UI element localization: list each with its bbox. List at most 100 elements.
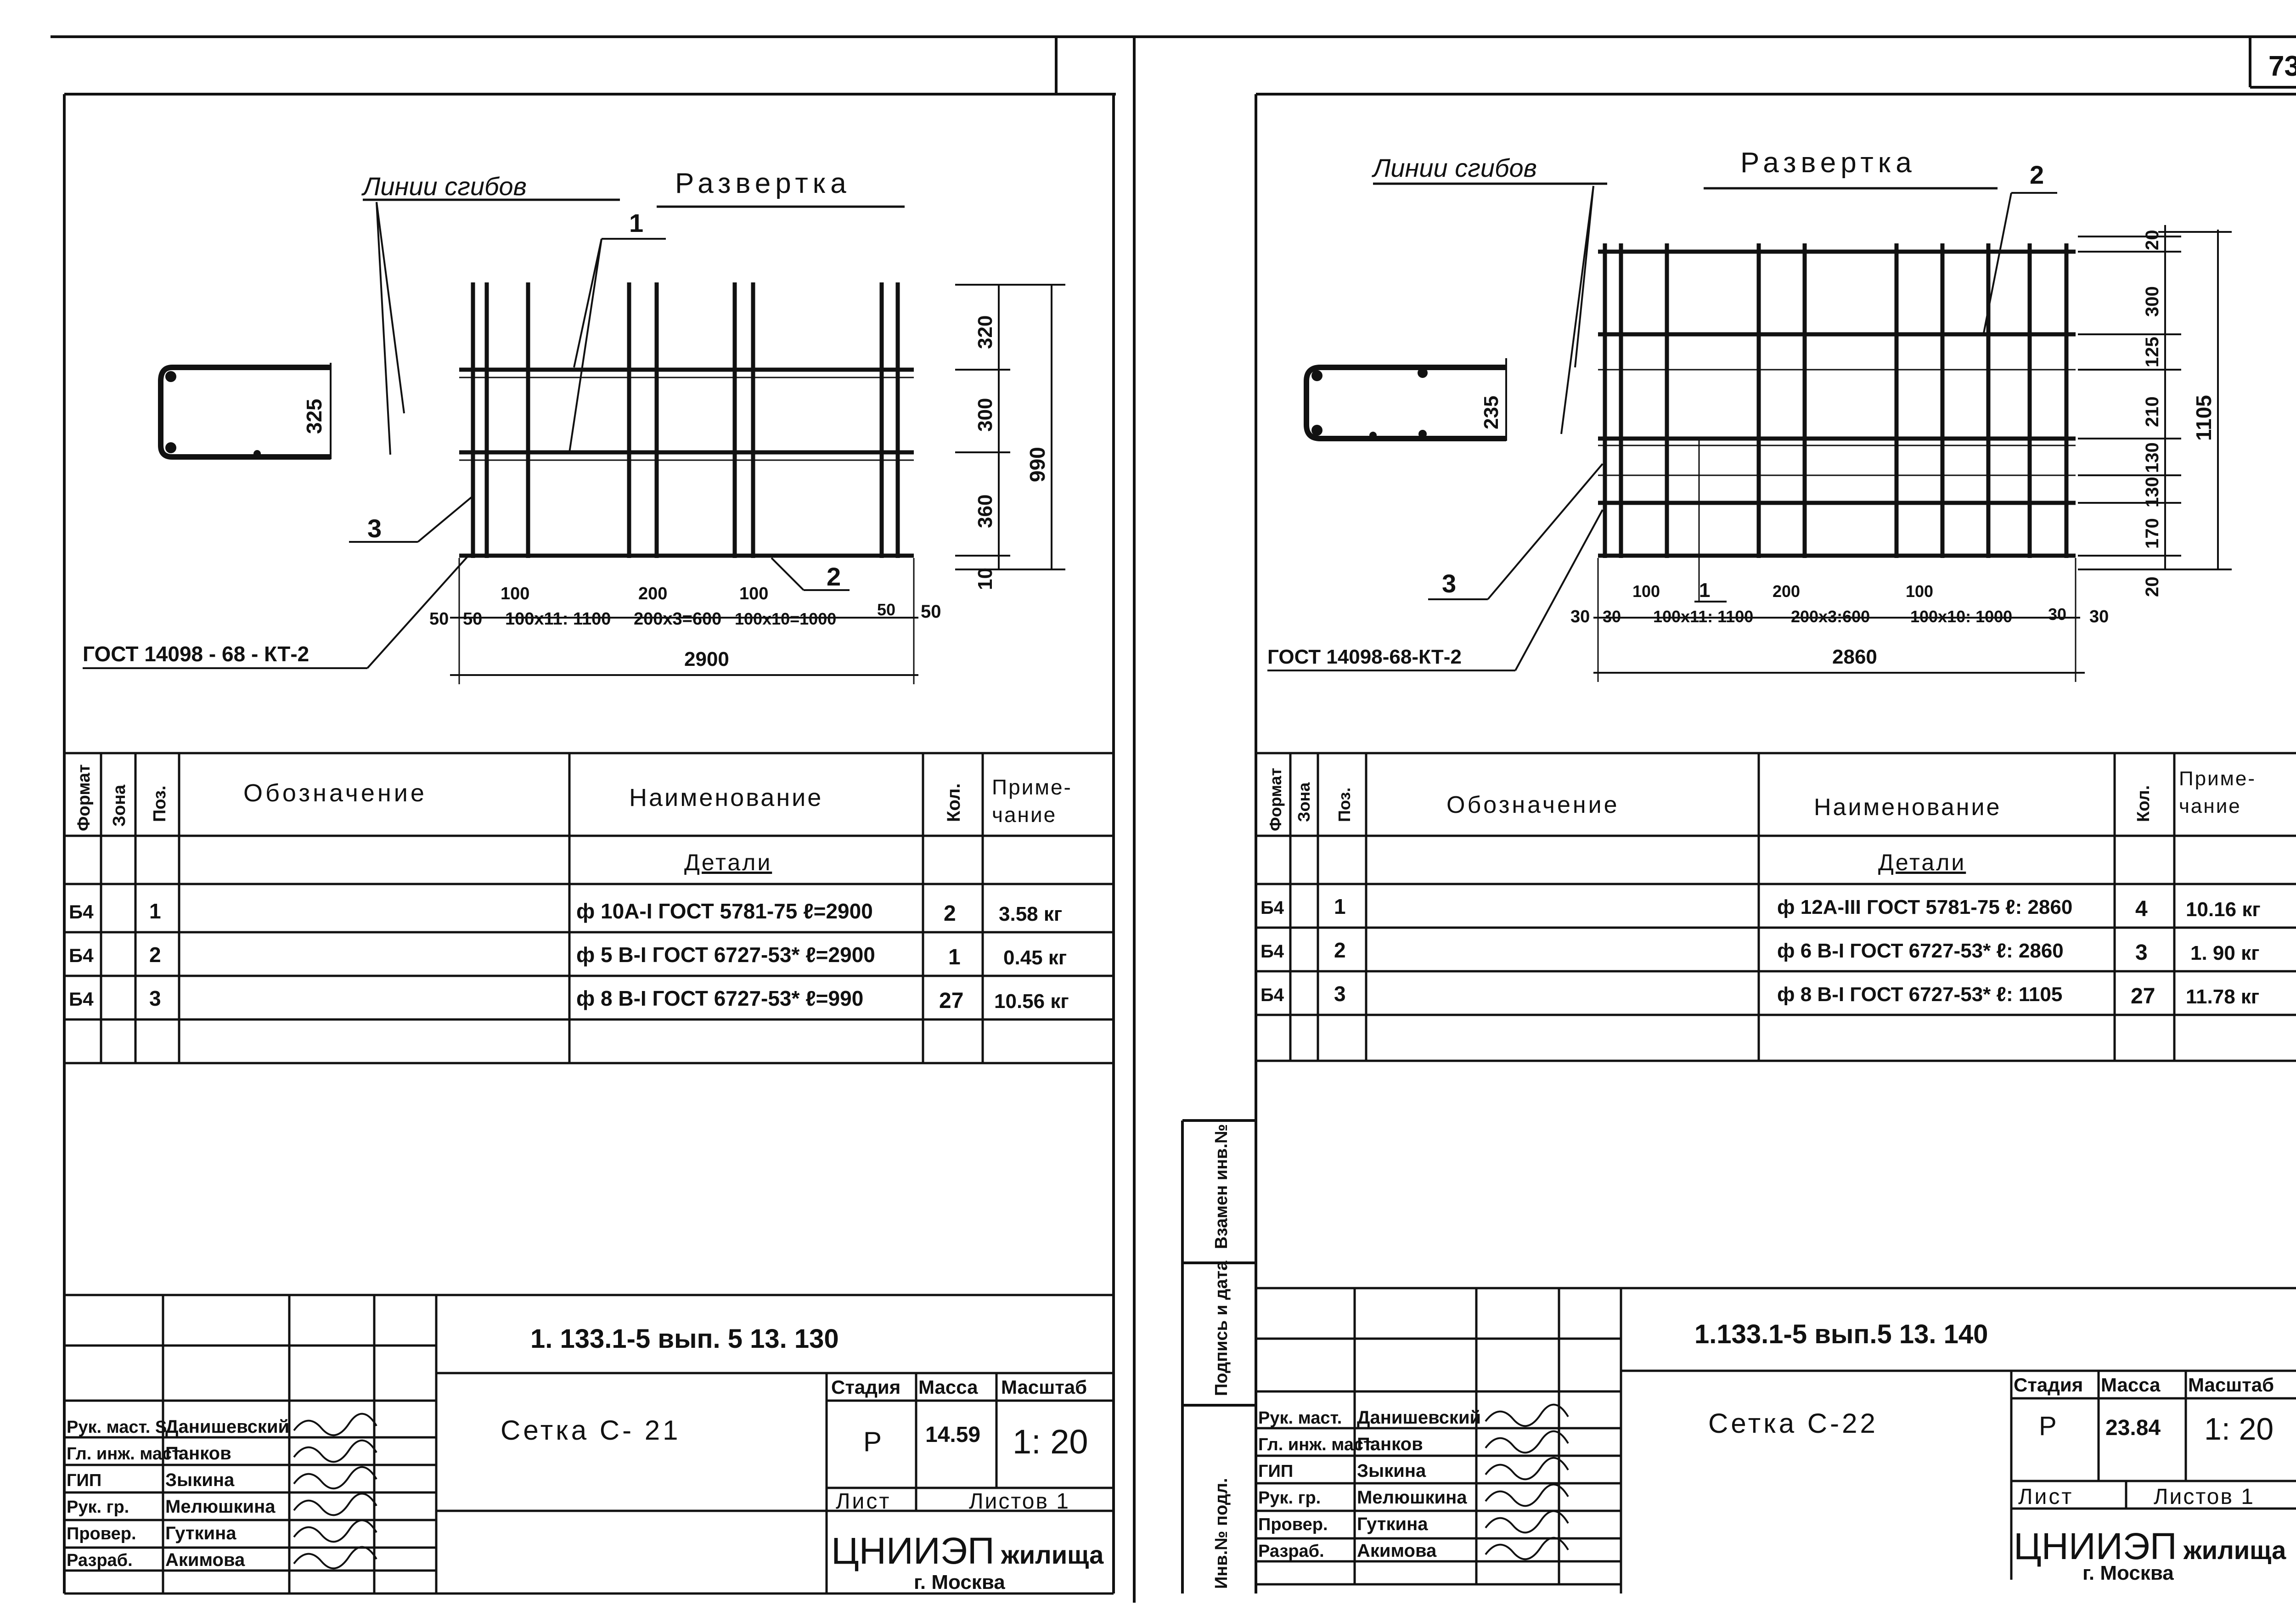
right-row1-pos: 1 <box>1334 895 1346 918</box>
left-callout-2: 2 <box>827 562 841 591</box>
right-row2-note: 1. 90 кг <box>2190 942 2259 964</box>
left-section-dim: 325 <box>302 399 326 434</box>
left-row2-name: ф 5 В-I ГОСТ 6727-53* ℓ=2900 <box>576 943 875 967</box>
right-doc-code: 1.133.1-5 вып.5 13. 140 <box>1694 1319 1988 1349</box>
right-row3-format: Б4 <box>1261 985 1284 1005</box>
right-th-pos: Поз. <box>1335 788 1354 822</box>
left-dim-top: 320 <box>974 315 996 349</box>
left-row2-pos: 2 <box>149 943 161 967</box>
left-th-qty: Кол. <box>944 783 964 822</box>
right-section-dim: 235 <box>1480 396 1503 429</box>
left-staff-name: Зыкина <box>165 1470 235 1490</box>
right-bend-lines-label: Линии сгибов <box>1372 153 1537 182</box>
right-dim-2: 125 <box>2142 337 2162 367</box>
left-signature <box>293 1466 377 1490</box>
right-sheet-label: Лист <box>2018 1485 2073 1509</box>
left-staff-role: Гл. инж. маст. <box>67 1444 184 1464</box>
left-stage-label: Стадия <box>831 1376 900 1398</box>
right-dim-4: 130 <box>2142 442 2162 473</box>
right-staff-role: Разраб. <box>1258 1542 1324 1561</box>
right-dim-b0: 30 <box>1570 607 1590 626</box>
right-row3-name: ф 8 В-I ГОСТ 6727-53* ℓ: 1105 <box>1777 983 2062 1006</box>
right-staff-role: Гл. инж. маст. <box>1258 1435 1375 1454</box>
right-staff-name: Зыкина <box>1357 1461 1426 1481</box>
right-row1-qty: 4 <box>2135 897 2148 921</box>
right-dim-b3: 200x3:600 <box>1791 607 1870 626</box>
left-th-designation: Обозначение <box>243 779 427 807</box>
right-sheets-label: Листов 1 <box>2154 1485 2255 1509</box>
left-row3-format: Б4 <box>69 988 94 1010</box>
left-row1-note: 3.58 кг <box>999 903 1062 925</box>
right-total-length: 2860 <box>1832 646 1877 668</box>
right-title: Сетка С-22 <box>1708 1408 1878 1439</box>
left-signature <box>293 1413 377 1436</box>
right-th-format: Формат <box>1266 768 1285 831</box>
left-pitch-0: 100 <box>501 584 529 603</box>
left-th-zone: Зона <box>110 784 129 827</box>
left-staff-role: Рук. гр. <box>67 1498 129 1517</box>
left-row3-qty: 27 <box>939 989 963 1013</box>
left-row1-pos: 1 <box>149 899 161 923</box>
right-signature <box>1485 1430 1569 1454</box>
left-section-details: Детали <box>684 850 772 875</box>
right-th-note: Приме-чание <box>2179 767 2256 817</box>
right-th-qty: Кол. <box>2134 785 2153 822</box>
right-staff-name: Гуткина <box>1357 1514 1428 1534</box>
left-callout-1: 1 <box>629 208 643 237</box>
right-staff-role: ГИП <box>1258 1462 1293 1481</box>
left-pitch-2: 100 <box>739 584 768 603</box>
left-dim-b1: 50 <box>463 609 482 629</box>
left-doc-code: 1. 133.1-5 вып. 5 13. 130 <box>530 1324 839 1354</box>
right-staff-name: Данишевский <box>1357 1408 1481 1428</box>
left-dim-b5: 50 <box>877 600 895 619</box>
left-title-block: 1. 133.1-5 вып. 5 13. 130 Сетка С- 21 Ст… <box>64 1294 1114 1595</box>
right-dim-5: 130 <box>2142 477 2162 507</box>
right-row3-qty: 27 <box>2131 984 2155 1008</box>
right-signature <box>1485 1457 1569 1481</box>
left-staff-name: Данишевский <box>165 1417 289 1437</box>
right-callout-3: 3 <box>1442 569 1456 598</box>
right-staff-name: Акимова <box>1357 1541 1437 1561</box>
left-org: ЦНИИЭП <box>831 1530 995 1572</box>
left-scale-label: Масштаб <box>1001 1376 1087 1398</box>
right-dim-b5: 30 <box>2048 605 2066 624</box>
left-signature <box>293 1519 377 1543</box>
left-spec-table: Формат Зона Поз. Обозначение Наименовани… <box>64 752 1114 1064</box>
left-signature <box>293 1439 377 1463</box>
right-pitch-0: 100 <box>1632 582 1660 601</box>
right-spec-table: Формат Зона Поз. Обозначение Наименовани… <box>1256 752 2296 1062</box>
right-dim-b2: 100x11: 1100 <box>1653 607 1753 626</box>
left-th-note: Приме-чание <box>992 775 1072 827</box>
left-staff-name: Акимова <box>165 1550 245 1570</box>
right-signature <box>1485 1537 1569 1560</box>
right-th-designation: Обозначение <box>1446 792 1620 818</box>
right-stage: Р <box>2039 1411 2057 1441</box>
left-dim-b2: 100x11: 1100 <box>505 609 611 629</box>
left-staff-name: Гуткина <box>165 1523 236 1543</box>
left-row1-name: ф 10А-I ГОСТ 5781-75 ℓ=2900 <box>576 899 873 923</box>
left-mass: 14.59 <box>925 1423 980 1447</box>
frame <box>51 35 2296 1603</box>
left-row3-pos: 3 <box>149 986 161 1010</box>
right-row2-format: Б4 <box>1261 941 1284 962</box>
left-signature <box>293 1546 377 1570</box>
left-th-name: Наименование <box>629 784 823 811</box>
right-staff-role: Рук. маст. <box>1258 1408 1342 1428</box>
right-stage-label: Стадия <box>2014 1374 2083 1396</box>
right-dim-6: 170 <box>2142 518 2162 549</box>
right-callout-2: 2 <box>2030 160 2044 189</box>
left-dim-b4: 100x10=1000 <box>735 609 836 628</box>
left-row1-format: Б4 <box>69 901 94 923</box>
right-dim-b6: 30 <box>2089 607 2109 626</box>
right-title-block: 1.133.1-5 вып.5 13. 140 Сетка С-22 Стади… <box>1256 1287 2296 1593</box>
right-th-zone: Зона <box>1294 782 1313 822</box>
left-row2-format: Б4 <box>69 945 94 966</box>
right-dim-7: 20 <box>2142 577 2162 597</box>
left-mass-label: Масса <box>918 1376 978 1398</box>
left-staff-role: Разраб. <box>67 1551 133 1570</box>
left-dim-b3: 200x3=600 <box>634 609 721 629</box>
right-dim-b1: 30 <box>1603 607 1621 626</box>
left-staff-role: ГИП <box>67 1471 101 1490</box>
right-gost-label: ГОСТ 14098-68-КТ-2 <box>1267 646 1462 668</box>
